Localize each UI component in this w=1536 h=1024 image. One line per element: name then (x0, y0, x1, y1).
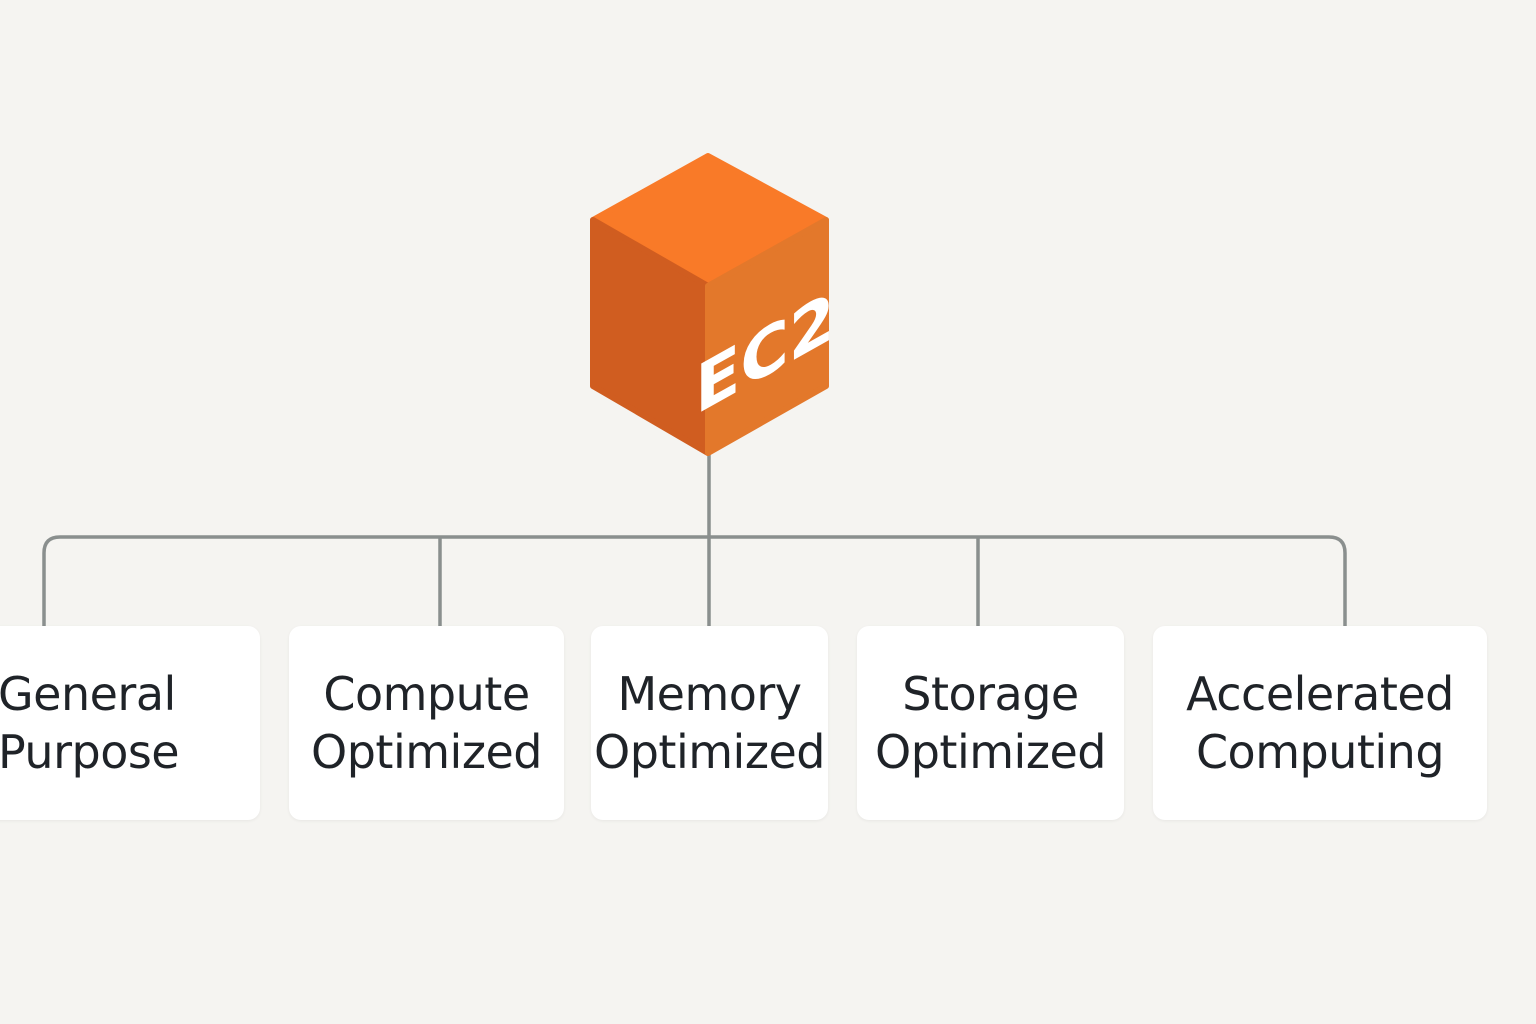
category-card-storage-optimized: Storage Optimized (857, 626, 1124, 820)
category-card-general-purpose: General Purpose (0, 626, 260, 820)
category-label: Memory Optimized (594, 667, 825, 779)
category-card-memory-optimized: Memory Optimized (591, 626, 828, 820)
category-label: Compute Optimized (311, 667, 542, 779)
category-card-accelerated-computing: Accelerated Computing (1153, 626, 1487, 820)
cube-right-face (705, 217, 829, 456)
connector-bus (42, 535, 1347, 626)
category-label: Accelerated Computing (1186, 667, 1454, 779)
category-card-compute-optimized: Compute Optimized (289, 626, 564, 820)
category-label: Storage Optimized (875, 667, 1106, 779)
category-label: General Purpose (0, 667, 180, 779)
